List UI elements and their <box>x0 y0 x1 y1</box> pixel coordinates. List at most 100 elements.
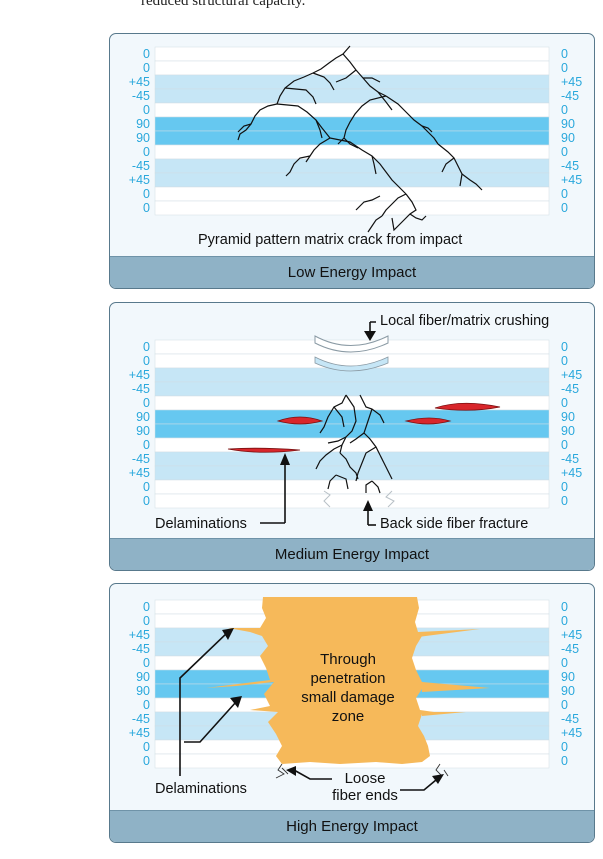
ply-angle-label: 90 <box>136 684 150 698</box>
ply-angle-label: 0 <box>143 614 150 628</box>
ply-angle-label: 0 <box>561 494 568 508</box>
arrowhead <box>222 628 234 640</box>
ply-angle-label: +45 <box>128 173 150 187</box>
ply-angle-label: 0 <box>143 740 150 754</box>
ply-layer <box>154 186 550 202</box>
damage-zone <box>206 597 446 764</box>
ply-angle-label: 0 <box>143 187 150 201</box>
ply-angle-label: 0 <box>561 614 568 628</box>
ply-layer <box>154 200 550 216</box>
damage-zone-line: penetration <box>310 670 386 687</box>
crack-line <box>284 87 317 105</box>
ply-angle-label: 0 <box>561 438 568 452</box>
ply-angle-label: 90 <box>561 684 575 698</box>
crack-line <box>315 119 323 139</box>
ply-layer <box>154 158 550 174</box>
ply-angle-label: -45 <box>561 712 580 726</box>
arrowhead <box>364 331 376 341</box>
ply-angle-label: -45 <box>561 382 580 396</box>
ply-angle-label: 0 <box>561 201 568 215</box>
fractured-fiber <box>323 490 331 508</box>
ply-angle-label: 0 <box>561 187 568 201</box>
crack-line <box>285 155 311 177</box>
ply-angle-label: 0 <box>143 47 150 61</box>
fractured-fiber <box>385 490 395 508</box>
crack-line <box>335 69 357 83</box>
crack-line <box>337 95 387 145</box>
matrix-cracks <box>237 45 483 233</box>
ply-angle-label: 90 <box>136 670 150 684</box>
ply-layer <box>154 144 550 160</box>
ply-angle-label: +45 <box>128 75 150 89</box>
damage-zone-line: small damage <box>301 689 395 706</box>
crack-line <box>437 143 463 187</box>
ply-stack <box>154 339 550 509</box>
ply-layer <box>154 102 550 118</box>
delamination-fringe <box>418 629 480 637</box>
arrowhead <box>363 500 373 511</box>
ply-angle-label: +45 <box>128 368 150 382</box>
delamination <box>276 416 324 425</box>
delaminations <box>227 402 501 453</box>
delamination <box>227 447 301 453</box>
ply-angle-label: 0 <box>143 438 150 452</box>
crack-line <box>391 193 417 232</box>
ply-layer <box>154 409 550 425</box>
arrowhead <box>286 766 296 776</box>
crack-line <box>363 77 381 83</box>
ply-angle-label: 90 <box>136 117 150 131</box>
crushing-dent-lower <box>314 356 389 372</box>
ply-angle-label: 0 <box>143 480 150 494</box>
ply-angle-label: 90 <box>561 117 575 131</box>
ply-angle-label: +45 <box>561 726 583 740</box>
ply-angle-label: +45 <box>561 173 583 187</box>
ply-angle-label: 0 <box>561 698 568 712</box>
ply-angle-label: +45 <box>561 628 583 642</box>
delamination-fringe <box>422 712 466 716</box>
ply-angle-label: -45 <box>561 159 580 173</box>
ply-angle-label: 0 <box>561 103 568 117</box>
crack-line <box>385 95 439 145</box>
leader-line <box>179 631 229 776</box>
crack-line <box>312 72 335 91</box>
arrowhead <box>280 453 290 465</box>
ply-angle-label: -45 <box>131 159 150 173</box>
ply-angle-label: +45 <box>128 628 150 642</box>
ply-angle-label: -45 <box>561 89 580 103</box>
ply-angle-label: 90 <box>136 131 150 145</box>
ply-angle-label: 0 <box>143 145 150 159</box>
delamination <box>404 417 452 425</box>
ply-angle-label: 0 <box>143 354 150 368</box>
crack-line <box>339 452 359 480</box>
ply-angle-label: 0 <box>143 396 150 410</box>
crack-line <box>371 480 381 494</box>
ply-angle-label: +45 <box>561 75 583 89</box>
ply-layer <box>154 451 550 467</box>
arrowheads <box>280 331 376 511</box>
crushing-dent <box>314 335 389 353</box>
crack-caption: Pyramid pattern matrix crack from impact <box>198 232 463 248</box>
ply-angle-label: 0 <box>561 656 568 670</box>
loose-fiber-line: Loose <box>344 770 386 787</box>
leader-line <box>400 779 437 791</box>
ply-layer <box>154 88 550 104</box>
crack-line <box>237 103 278 141</box>
backside-fracture-label: Back side fiber fracture <box>380 516 529 532</box>
crack-line <box>421 125 433 133</box>
ply-angle-label: -45 <box>561 642 580 656</box>
ply-angle-label: 0 <box>561 340 568 354</box>
crack-line <box>371 155 377 175</box>
ply-angle-label: +45 <box>561 368 583 382</box>
ply-layer <box>154 46 550 62</box>
ply-angle-label: 0 <box>143 340 150 354</box>
crushing-label: Local fiber/matrix crushing <box>380 313 550 329</box>
top-caption: reduced structural capacity. <box>141 0 306 9</box>
crack-line <box>237 123 252 133</box>
ply-angle-label: +45 <box>128 726 150 740</box>
loose-fibers <box>275 763 449 783</box>
